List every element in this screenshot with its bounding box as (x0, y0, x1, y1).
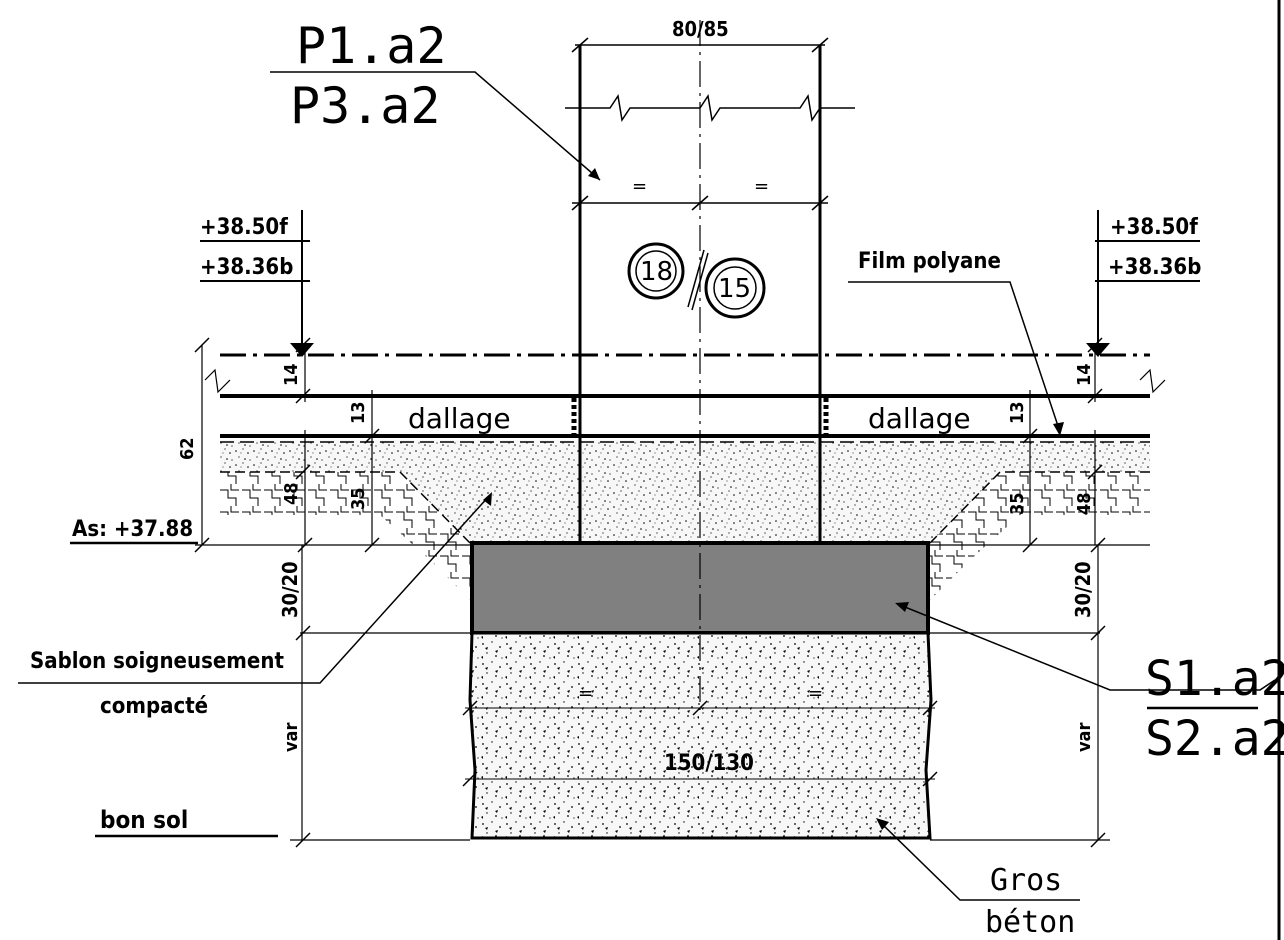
compacted-sand-fill (220, 440, 1150, 543)
level-right-finished: +38.50f (1110, 215, 1198, 240)
var-right: var (1074, 723, 1095, 752)
film-label: Film polyane (858, 249, 1001, 274)
footing-label-top: S1.a2 (1145, 651, 1284, 707)
pile-label-top: P1.a2 (296, 17, 447, 75)
level-marker-left (200, 210, 314, 357)
dim-48-right: 48 (1074, 492, 1095, 515)
dim-48-left: 48 (281, 482, 302, 505)
level-left-base: +38.36b (200, 255, 293, 280)
mass-concrete-block (468, 631, 933, 840)
level-marker-right (1086, 210, 1200, 357)
dim-3020-right: 30/20 (1071, 561, 1095, 618)
dim-14-left: 14 (281, 363, 302, 386)
equal-mark-right: = (754, 176, 769, 197)
footing-label-bottom: S2.a2 (1145, 711, 1284, 767)
dim-14-right: 14 (1074, 363, 1095, 386)
dimensions-right (930, 337, 1150, 848)
level-left-finished: +38.50f (200, 215, 288, 240)
beton-label: béton (985, 905, 1075, 940)
equal-mark-left: = (632, 176, 647, 197)
gros-label: Gros (990, 863, 1062, 898)
reference-circles (627, 242, 766, 319)
dim-35-right: 35 (1007, 492, 1028, 515)
var-left: var (281, 723, 302, 752)
dim-13-right: 13 (1007, 401, 1028, 424)
dim-62: 62 (177, 437, 198, 460)
slab (220, 394, 1150, 544)
footing-dimensions (462, 700, 938, 787)
slab-label-right: dallage (868, 402, 971, 435)
ref-circle-b: 15 (718, 274, 751, 304)
bon-sol-label: bon sol (100, 806, 188, 834)
level-right-base: +38.36b (1108, 255, 1201, 280)
sablon-label-line1: Sablon soigneusement (30, 649, 284, 674)
pile-width-dim: 80/85 (672, 17, 729, 41)
dim-3020-left: 30/20 (278, 561, 302, 618)
sablon-label-line2: compacté (100, 694, 208, 719)
slab-label-left: dallage (408, 402, 511, 435)
dimensions-left (194, 337, 470, 848)
dim-35-left: 35 (348, 487, 369, 510)
footing-width-dim: 150/130 (664, 751, 754, 776)
as-level-label: As: +37.88 (72, 517, 193, 542)
equal-footing-left: = (578, 683, 593, 704)
dim-13-left: 13 (348, 401, 369, 424)
equal-footing-right: = (808, 683, 823, 704)
leader-lines (18, 71, 1276, 901)
ref-circle-a: 18 (640, 257, 673, 287)
pile-label-bottom: P3.a2 (290, 77, 441, 135)
